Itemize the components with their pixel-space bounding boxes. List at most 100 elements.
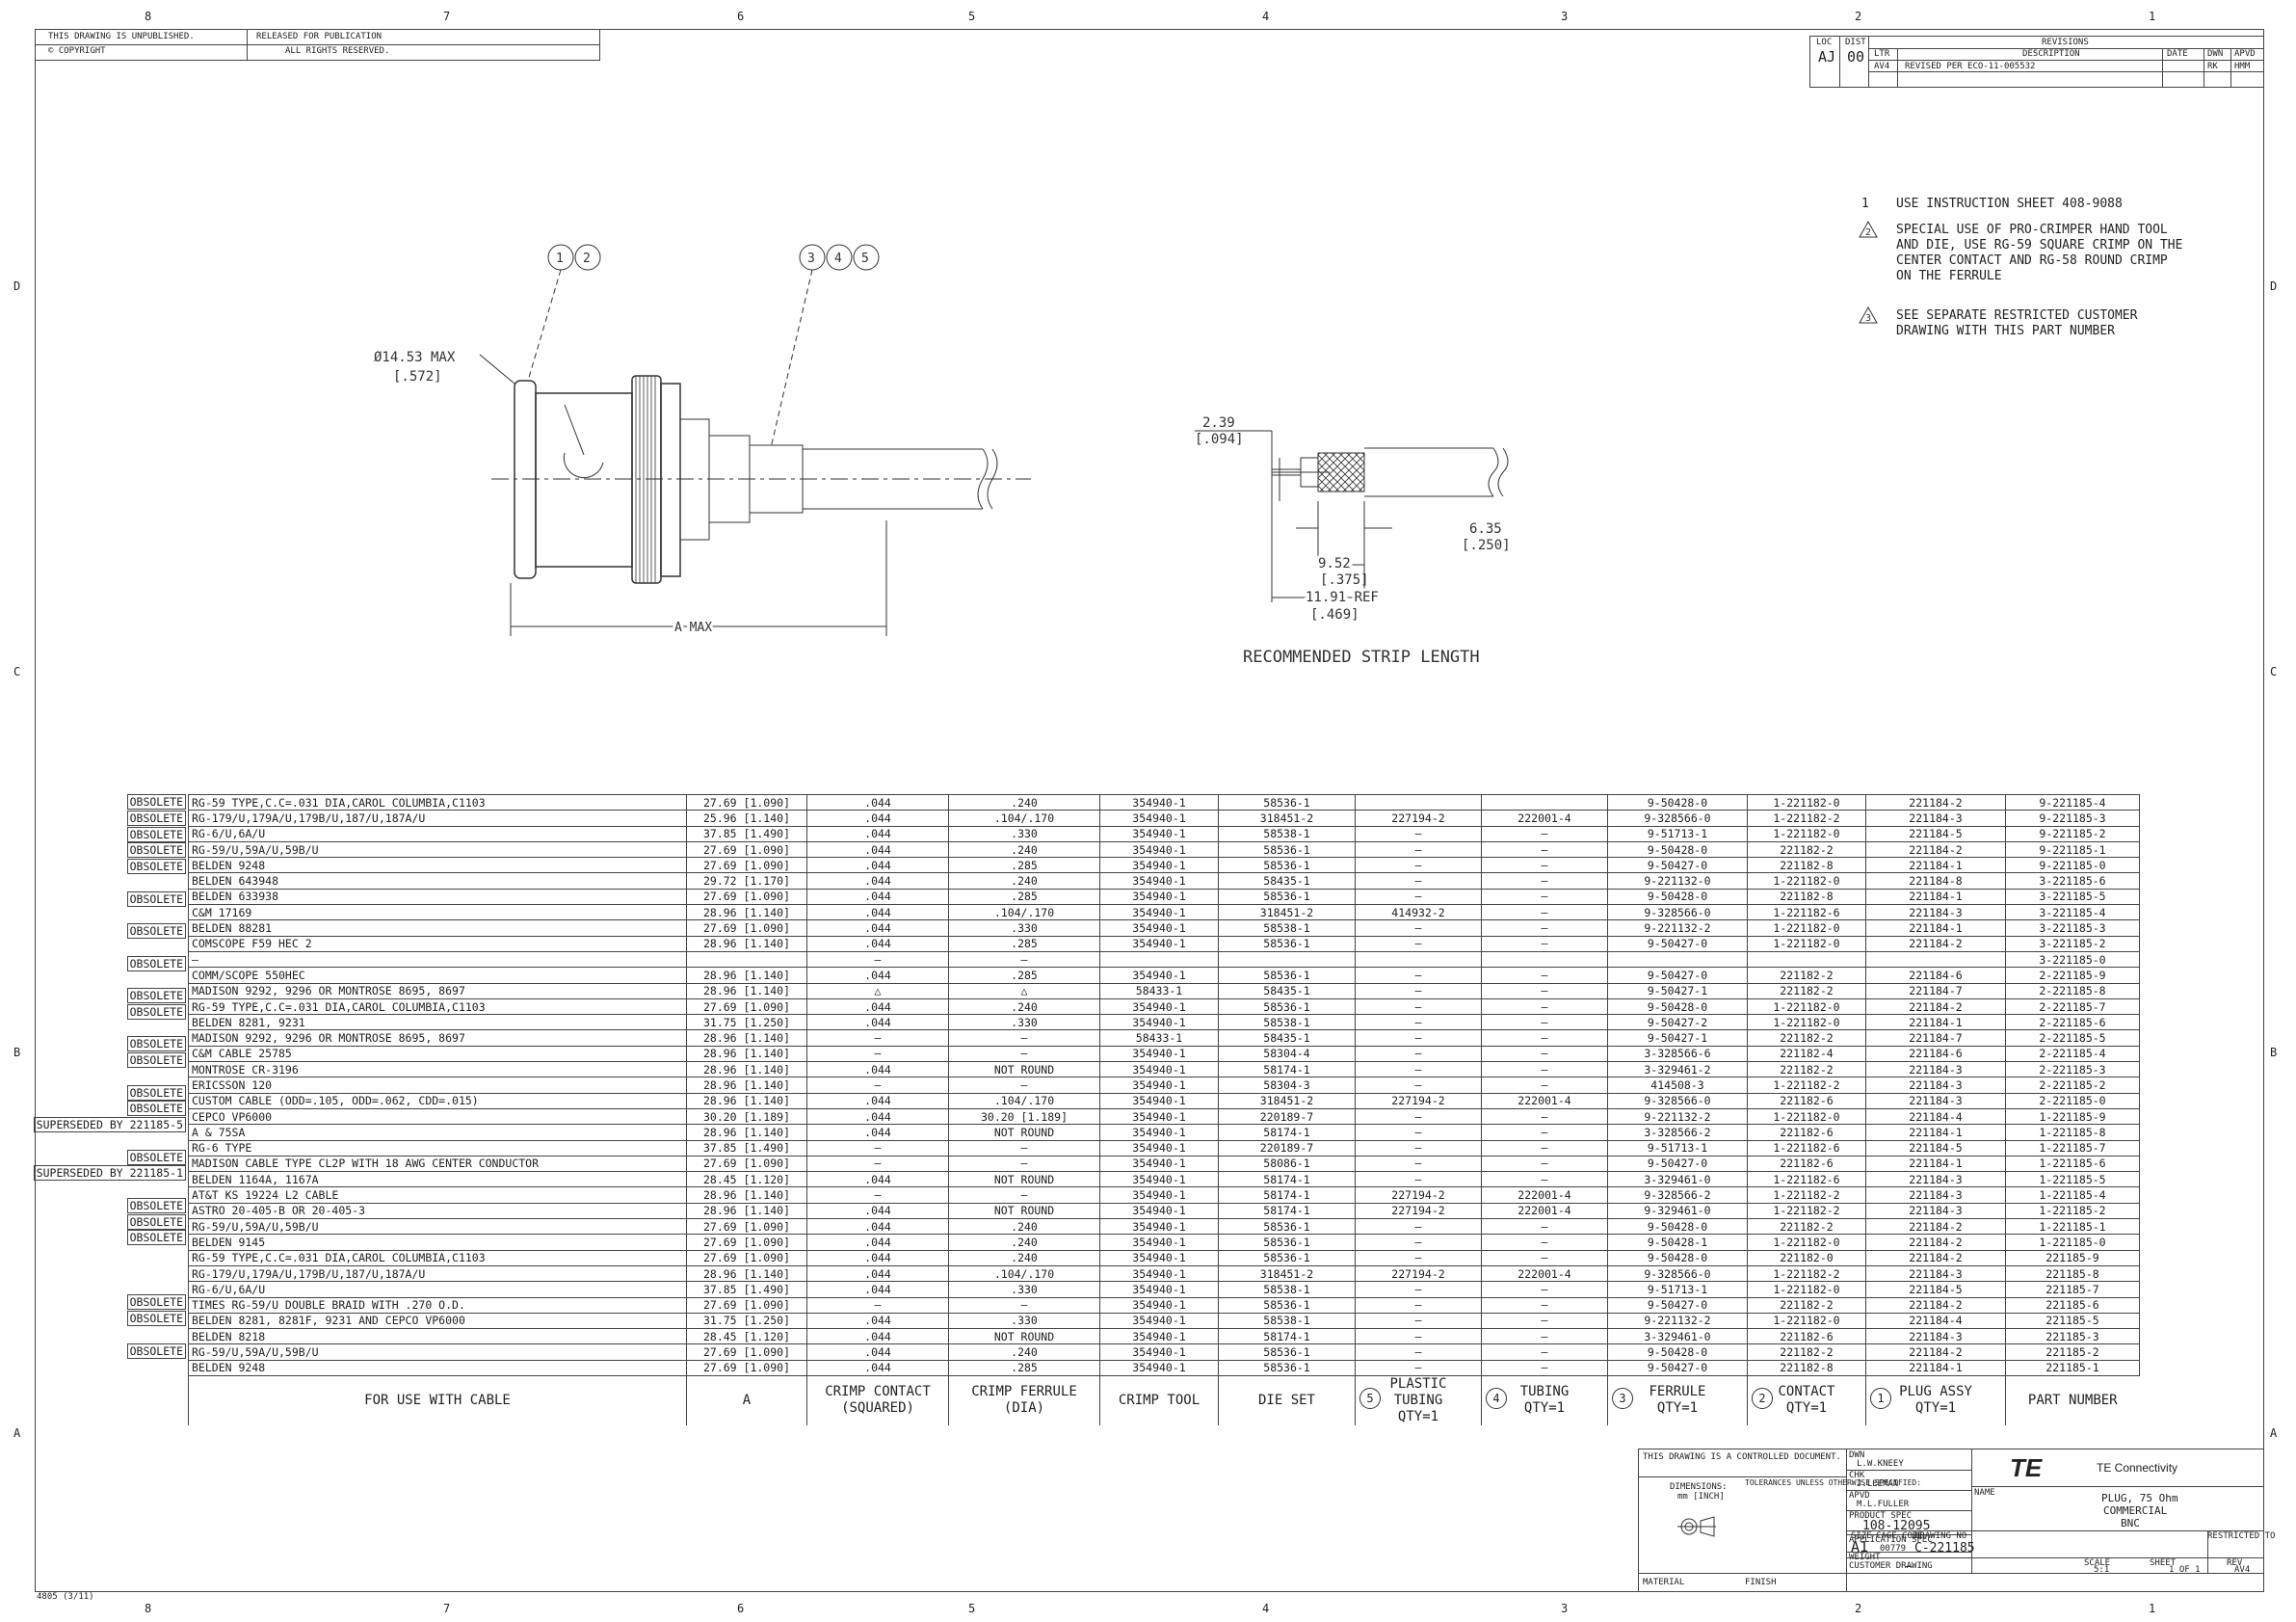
cell-con: 221182-2 <box>1747 1029 1866 1047</box>
cell-pt: – <box>1355 1171 1482 1188</box>
svg-text:3: 3 <box>1865 313 1871 324</box>
cell-fer: 9-50427-0 <box>1607 935 1748 952</box>
cell-die: 58174-1 <box>1218 1202 1356 1220</box>
cell-plug: 221184-3 <box>1865 1077 2006 1094</box>
cell-tub: – <box>1481 1171 1608 1188</box>
cell-fer: 9-329461-0 <box>1607 1202 1748 1220</box>
cell-die: 58536-1 <box>1218 888 1356 906</box>
cell-cc: – <box>806 1155 949 1173</box>
cell-con: 1-221182-0 <box>1747 919 1866 937</box>
cell-cable: C&M 17169 <box>188 904 687 921</box>
cell-cable: BELDEN 633938 <box>188 888 687 906</box>
zone-top-8: 8 <box>145 10 152 23</box>
cell-con: 1-221182-0 <box>1747 935 1866 952</box>
cell-con: 1-221182-2 <box>1747 1186 1866 1204</box>
cell-plug: 221184-5 <box>1865 1281 2006 1298</box>
release-note: RELEASED FOR PUBLICATION <box>256 32 383 41</box>
cell-pt: – <box>1355 1155 1482 1173</box>
cell-con: 221182-8 <box>1747 857 1866 874</box>
cell-fer: 9-51713-1 <box>1607 1139 1748 1157</box>
cable-table: RG-59 TYPE,C.C=.031 DIA,CAROL COLUMBIA,C… <box>188 793 2140 1425</box>
cell-tub: – <box>1481 825 1608 842</box>
cell-pn: 221185-2 <box>2005 1343 2140 1361</box>
svg-text:[.375]: [.375] <box>1320 572 1369 588</box>
cell-tool: 354940-1 <box>1099 904 1219 921</box>
cell-cable: RG-59/U,59A/U,59B/U <box>188 1218 687 1236</box>
zone-top-3: 3 <box>1561 10 1569 23</box>
cell-con: 1-221182-0 <box>1747 793 1866 811</box>
dwg-label: DRAWING NO <box>1914 1531 1967 1541</box>
cell-cc: .044 <box>806 1171 949 1188</box>
header-balloon-3: 3 <box>1612 1387 1633 1409</box>
note-2-text: SPECIAL USE OF PRO-CRIMPER HAND TOOL AND… <box>1896 223 2183 283</box>
cell-die: 58538-1 <box>1218 919 1356 937</box>
cell-a: 27.69 [1.090] <box>686 1343 807 1361</box>
rev-col-apvd: APVD <box>2234 49 2256 59</box>
cell-tub: – <box>1481 857 1608 874</box>
dwn-name: L.W.KNEEY <box>1857 1459 1904 1469</box>
header-balloon-2: 2 <box>1752 1387 1773 1409</box>
cell-cf: .330 <box>948 825 1100 842</box>
cell-cf: .104/.170 <box>948 904 1100 921</box>
product-spec: 108-12095 <box>1862 1519 1931 1533</box>
cell-cc: .044 <box>806 1312 949 1330</box>
cell-tool: 354940-1 <box>1099 840 1219 859</box>
svg-text:[.250]: [.250] <box>1462 538 1511 553</box>
cell-a: 28.96 [1.140] <box>686 1124 807 1141</box>
cell-pn: 221185-7 <box>2005 1281 2140 1298</box>
cell-a: 28.45 [1.120] <box>686 1328 807 1345</box>
cell-die: 58536-1 <box>1218 1343 1356 1361</box>
cell-pt: – <box>1355 872 1482 890</box>
zone-bottom-6: 6 <box>737 1602 745 1615</box>
cell-con: 221182-8 <box>1747 1359 1866 1376</box>
cell-pt: 227194-2 <box>1355 1202 1482 1220</box>
cell-con: 1-221182-2 <box>1747 1077 1866 1094</box>
cell-tool: 354940-1 <box>1099 1202 1219 1220</box>
cell-fer: 3-329461-0 <box>1607 1171 1748 1188</box>
cell-pt: – <box>1355 1234 1482 1251</box>
cell-pt: – <box>1355 1218 1482 1236</box>
table-row: RG-59 TYPE,C.C=.031 DIA,CAROL COLUMBIA,C… <box>188 997 2140 1016</box>
cell-tub: – <box>1481 1328 1608 1345</box>
rev-col-ltr: LTR <box>1874 49 1890 59</box>
cell-fer: 9-50428-0 <box>1607 997 1748 1016</box>
table-row: CUSTOM CABLE (ODD=.105, ODD=.062, CDD=.0… <box>188 1092 2140 1109</box>
svg-text:[.094]: [.094] <box>1195 432 1244 447</box>
cell-plug: 221184-6 <box>1865 1045 2006 1063</box>
cell-tub <box>1481 950 1608 969</box>
row-status: OBSOLETE <box>126 1149 186 1165</box>
cell-cf: NOT ROUND <box>948 1061 1100 1078</box>
cell-con: 1-221182-6 <box>1747 1171 1866 1188</box>
cell-pn: 3-221185-6 <box>2005 872 2140 890</box>
connector-drawing: 1 2 3 4 5 Ø14.53 MAX [.572] A MAX <box>374 244 1031 638</box>
cell-tool: 354940-1 <box>1099 888 1219 906</box>
header-part-number: PART NUMBER <box>2005 1375 2140 1425</box>
cell-pt: – <box>1355 919 1482 937</box>
cell-pn: 9-221185-2 <box>2005 825 2140 842</box>
cell-plug: 221184-2 <box>1865 997 2006 1016</box>
cell-fer: 9-328566-0 <box>1607 810 1748 827</box>
cell-pt: – <box>1355 1061 1482 1078</box>
cell-tub: – <box>1481 1343 1608 1361</box>
cell-con: 1-221182-6 <box>1747 1139 1866 1157</box>
cell-a: 28.96 [1.140] <box>686 1264 807 1283</box>
cell-cf: .240 <box>948 997 1100 1016</box>
cell-con: 1-221182-0 <box>1747 1107 1866 1126</box>
cell-plug: 221184-3 <box>1865 1202 2006 1220</box>
zone-top-7: 7 <box>443 10 451 23</box>
cell-die: 220189-7 <box>1218 1139 1356 1157</box>
rev-dwn: RK <box>2207 62 2218 71</box>
cell-tub: 222001-4 <box>1481 1092 1608 1109</box>
cell-pt: – <box>1355 1312 1482 1330</box>
cell-cf: – <box>948 950 1100 969</box>
cell-pn: 3-221185-5 <box>2005 888 2140 906</box>
